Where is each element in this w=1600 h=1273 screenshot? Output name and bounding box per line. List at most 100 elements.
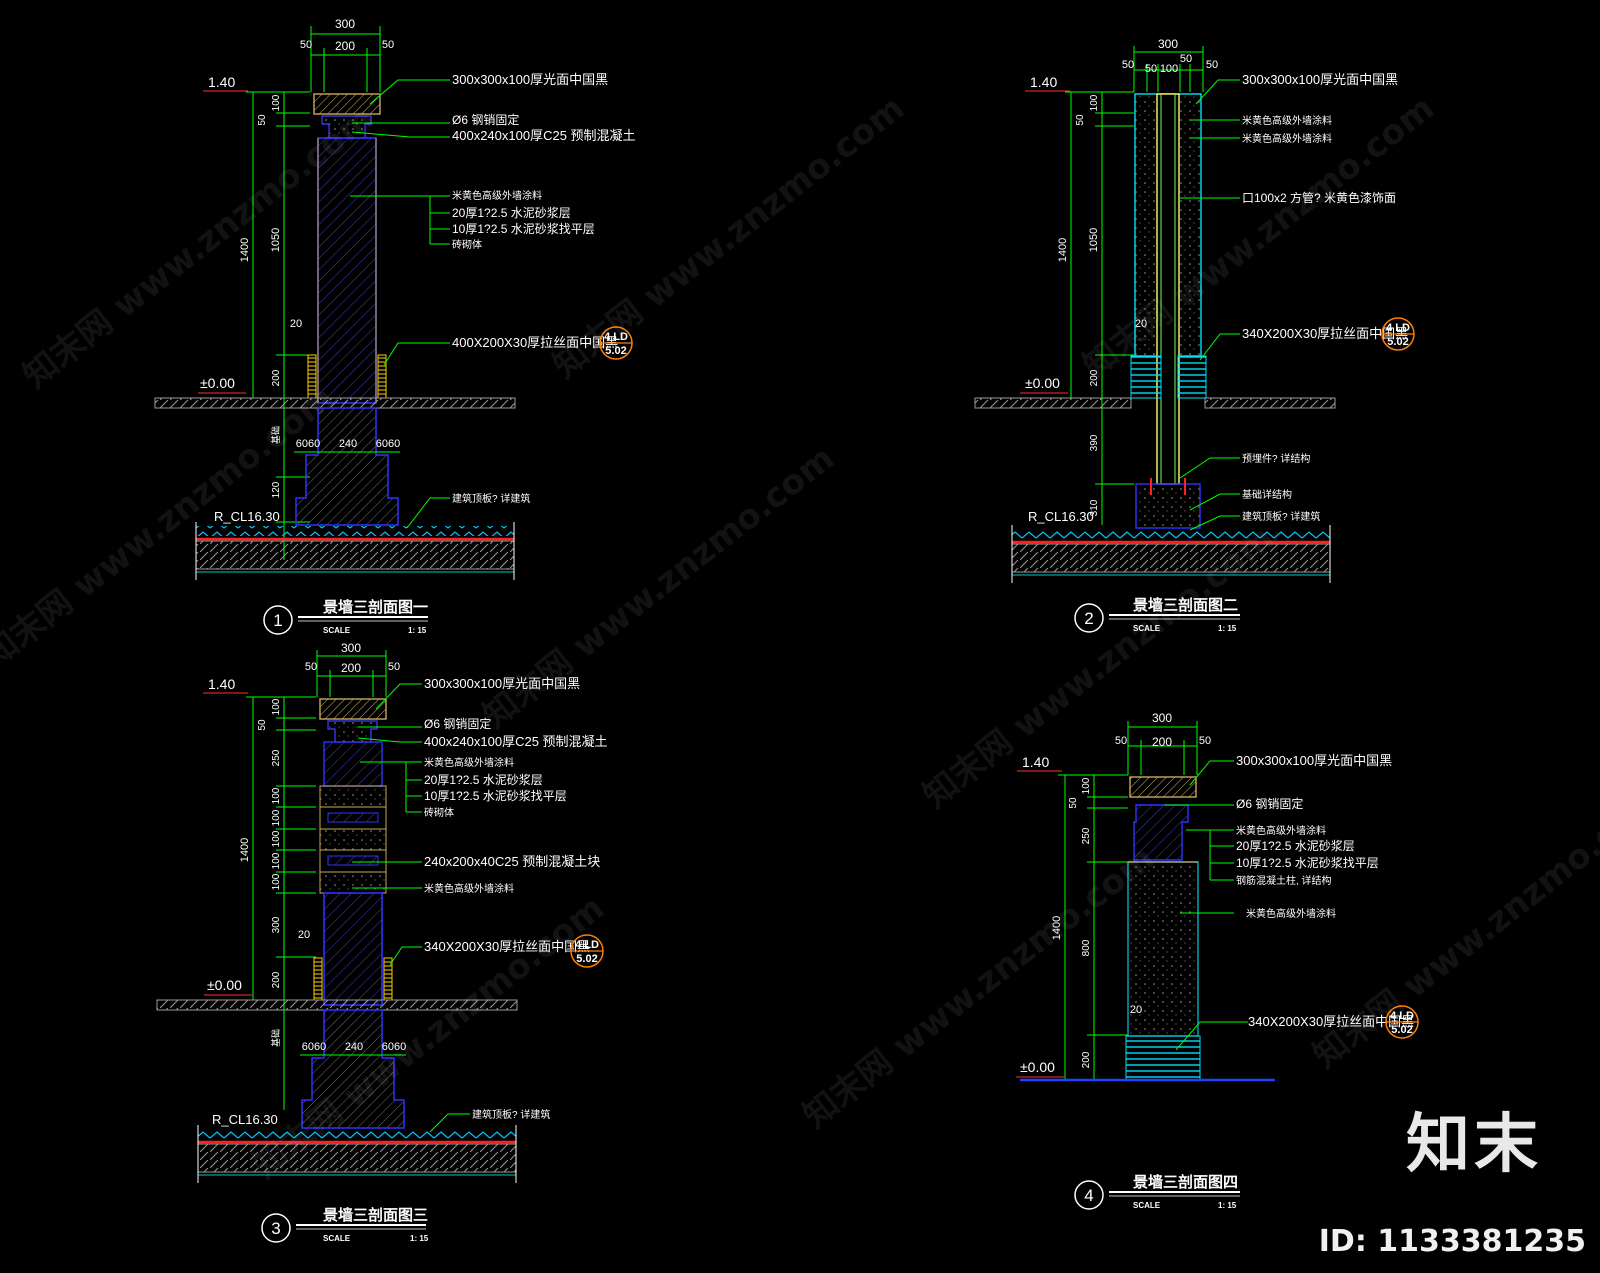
svg-text:SCALE: SCALE — [1133, 1201, 1161, 1210]
svg-text:4 LD: 4 LD — [604, 331, 628, 343]
s3-dim-50-l: 50 — [305, 661, 317, 673]
s4-detail-bubble: 4 LD 5.02 — [1385, 1005, 1419, 1039]
svg-text:SCALE: SCALE — [1133, 624, 1161, 633]
brand-id: ID: 1133381235 — [1318, 1224, 1586, 1259]
s3-label-cap: 300x300x100厚光面中国黑 — [424, 676, 580, 691]
s2-label-paint-2: 米黄色高级外墙涂料 — [1242, 132, 1332, 145]
s3-column-upper — [323, 741, 383, 787]
section-3-drawing: 300 50 200 50 1.40 ±0.00 1400 100 50 250… — [156, 641, 608, 1243]
s2-label-embed: 预埋件? 详结构 — [1242, 452, 1310, 465]
s3-dim-100c: 100 — [271, 809, 282, 826]
roof-slab — [195, 540, 515, 570]
dim-20: 20 — [290, 318, 302, 330]
s3-label-mortar-20: 20厚1?2.5 水泥砂浆层 — [424, 772, 543, 787]
s3-dim-100e: 100 — [271, 852, 282, 869]
s2-base-ref: R_CL16.30 — [1028, 509, 1094, 524]
svg-text:5.02: 5.02 — [1391, 1024, 1412, 1036]
label-mortar-20: 20厚1?2.5 水泥砂浆层 — [452, 205, 571, 220]
s4-dim-50v: 50 — [1068, 797, 1079, 809]
svg-text:2: 2 — [1084, 609, 1093, 628]
s3-dim-100b: 100 — [271, 787, 282, 804]
s4-level-top: 1.40 — [1022, 754, 1049, 770]
svg-text:3: 3 — [271, 1219, 280, 1238]
dim-1400: 1400 — [239, 238, 251, 262]
s4-dim-50-r: 50 — [1199, 735, 1211, 747]
s3-dim-100f: 100 — [271, 873, 282, 890]
s2-detail-bubble: 4 LD 5.02 — [1381, 317, 1415, 351]
s4-dim-1400: 1400 — [1051, 916, 1063, 940]
section-2-title: 2 景墙三剖面图二 SCALE 1: 15 — [1074, 596, 1240, 633]
dim-pile: 基础 — [270, 426, 281, 444]
s2-dim-1050: 1050 — [1088, 228, 1100, 252]
label-paint: 米黄色高级外墙涂料 — [452, 189, 542, 202]
svg-text:4 LD: 4 LD — [575, 939, 599, 951]
s2-base-stone-left — [1130, 355, 1162, 399]
s3-dim-50-r: 50 — [388, 661, 400, 673]
s2-dim-390: 390 — [1089, 434, 1100, 451]
s2-roof-slab — [1011, 543, 1331, 573]
s2-dim-310: 310 — [1089, 499, 1100, 516]
s3-label-base-stone: 340X200X30厚拉丝面中国黑 — [424, 939, 590, 954]
dim-120: 120 — [271, 481, 282, 498]
s2-label-foundation: 基础详结构 — [1242, 488, 1292, 501]
column-body — [317, 137, 377, 404]
s4-label-rc: 钢筋混凝土柱, 详结构 — [1236, 874, 1332, 887]
svg-text:4 LD: 4 LD — [1386, 322, 1410, 334]
s4-dim-800: 800 — [1081, 939, 1092, 956]
s2-label-base-stone: 340X200X30厚拉丝面中国黑 — [1242, 326, 1408, 341]
s2-dim-100: 100 — [1160, 63, 1178, 75]
s3-dim-250: 250 — [271, 749, 282, 766]
footing — [295, 407, 399, 526]
s4-label-cap: 300x300x100厚光面中国黑 — [1236, 753, 1392, 768]
section-2-drawing: 300 50 50 100 50 50 1.40 ±0.00 1400 100 … — [974, 37, 1415, 633]
s3-label-mortar-10: 10厚1?2.5 水泥砂浆找平层 — [424, 788, 567, 803]
label-cap-stone: 300x300x100厚光面中国黑 — [452, 72, 608, 87]
svg-text:景墙三剖面图四: 景墙三剖面图四 — [1133, 1173, 1238, 1191]
svg-text:1: 15: 1: 15 — [1218, 624, 1237, 633]
s2-dim-50v: 50 — [1075, 114, 1086, 126]
dim-1050: 1050 — [270, 228, 282, 252]
s3-label-rebar: Ø6 钢销固定 — [424, 716, 491, 731]
s3-detail-bubble: 4 LD 5.02 — [570, 934, 604, 968]
svg-text:景墙三剖面图二: 景墙三剖面图二 — [1133, 596, 1238, 614]
dim-50: 50 — [257, 114, 268, 126]
s4-label-mortar-20: 20厚1?2.5 水泥砂浆层 — [1236, 838, 1355, 853]
s2-base-stone-right — [1177, 355, 1207, 399]
s3-footing — [301, 1009, 405, 1129]
s3-level-ground: ±0.00 — [207, 977, 242, 993]
s4-dim-100v: 100 — [1081, 777, 1092, 794]
s3-label-paint-2: 米黄色高级外墙涂料 — [424, 882, 514, 895]
s2-dim-100v: 100 — [1089, 94, 1100, 111]
s3-dim-200: 200 — [341, 661, 361, 675]
svg-text:5.02: 5.02 — [576, 953, 597, 965]
base-stone-right — [377, 354, 387, 399]
base-ref: R_CL16.30 — [214, 509, 280, 524]
dim-6060-left: 6060 — [296, 438, 320, 450]
detail-bubble: 4 LD 5.02 — [599, 326, 633, 360]
s2-dim-300: 300 — [1158, 37, 1178, 51]
s3-dim-100d: 100 — [271, 830, 282, 847]
label-mortar-10: 10厚1?2.5 水泥砂浆找平层 — [452, 221, 595, 236]
s2-label-roof-slab: 建筑顶板? 详建筑 — [1242, 510, 1320, 523]
s2-dim-200: 200 — [1089, 369, 1100, 386]
dim-200-base: 200 — [271, 369, 282, 386]
label-brick: 砖砌体 — [452, 238, 482, 251]
s3-cap-stone — [319, 698, 387, 720]
s2-dim-1400: 1400 — [1057, 238, 1069, 262]
s4-precast — [1133, 804, 1189, 861]
section-3-title: 3 景墙三剖面图三 SCALE 1: 15 — [261, 1206, 429, 1243]
cap-stone — [313, 93, 381, 115]
s3-infill-3 — [319, 871, 387, 894]
svg-text:SCALE: SCALE — [323, 626, 351, 635]
section-4-drawing: 300 50 200 50 1.40 ±0.00 1400 100 50 250… — [1016, 711, 1419, 1210]
s3-label-precast: 400x240x100厚C25 预制混凝土 — [424, 734, 608, 749]
s3-label-brick: 砖砌体 — [424, 806, 454, 819]
label-roof-slab: 建筑顶板? 详建筑 — [452, 492, 530, 505]
s2-foundation — [1135, 483, 1201, 529]
svg-text:1: 15: 1: 15 — [1218, 1201, 1237, 1210]
dim-300: 300 — [335, 17, 355, 31]
section-1-drawing: 300 50 200 50 1.40 ±0.00 1400 100 50 105… — [154, 17, 636, 635]
svg-text:1: 15: 1: 15 — [410, 1234, 429, 1243]
s3-label-roof-slab: 建筑顶板? 详建筑 — [472, 1108, 550, 1121]
dim-6060-right: 6060 — [376, 438, 400, 450]
